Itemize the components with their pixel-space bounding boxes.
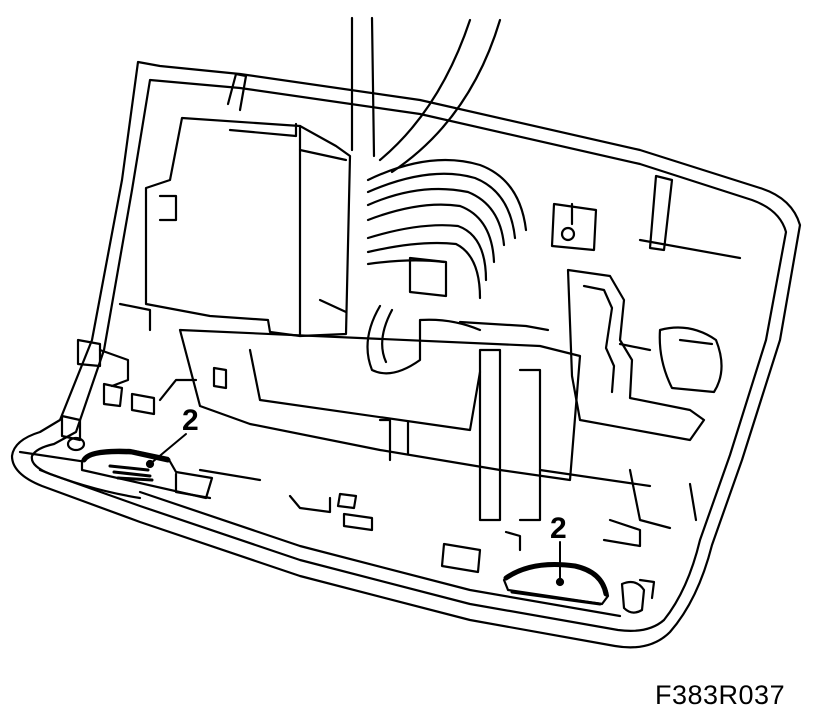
cable-bundle (350, 16, 528, 300)
leader-line-left (149, 433, 187, 465)
lower-right-pad (502, 562, 656, 614)
left-clips (60, 302, 198, 452)
panel-housing (10, 60, 802, 649)
central-bracket (178, 256, 582, 522)
callout-label-right: 2 (550, 512, 567, 545)
leader-lines (145, 433, 565, 587)
lower-mid-details (198, 366, 522, 574)
connector-housing (144, 72, 352, 338)
right-bracket (538, 174, 742, 548)
leader-dot-right (555, 577, 565, 587)
callout-label-left: 2 (182, 404, 199, 437)
figure-reference-code: F383R037 (655, 680, 786, 710)
lower-left-pad (80, 448, 214, 500)
leader-dot-left (145, 459, 155, 469)
